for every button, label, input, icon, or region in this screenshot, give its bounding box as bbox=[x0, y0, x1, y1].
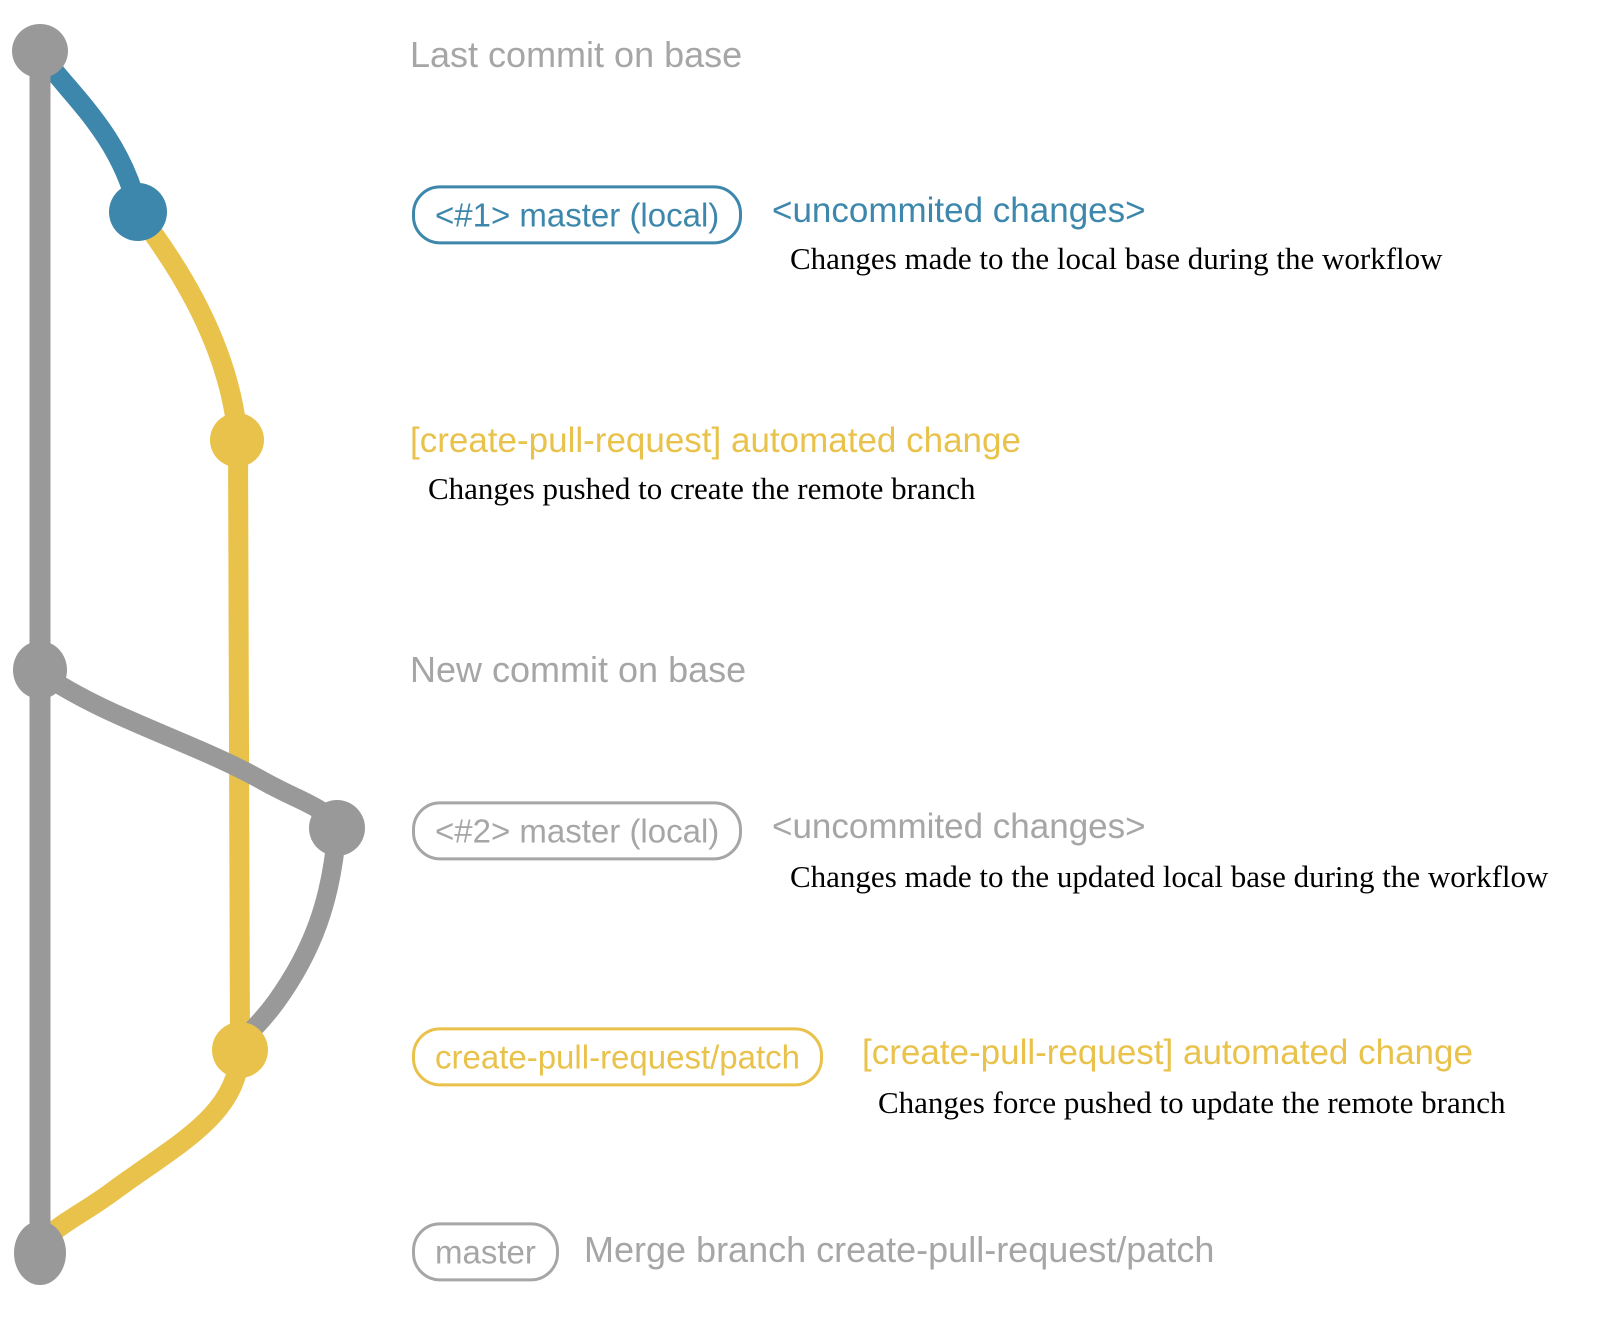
annotation-automated-change-2: [create-pull-request] automated change bbox=[862, 1033, 1473, 1072]
node-patch-commit-1 bbox=[210, 413, 264, 467]
badge-master: master bbox=[412, 1222, 559, 1282]
description-force-push-update: Changes force pushed to update the remot… bbox=[878, 1085, 1506, 1120]
annotation-automated-change-1: [create-pull-request] automated change bbox=[410, 421, 1021, 460]
edge-rebase-update bbox=[230, 818, 347, 1058]
badge-master-local-1: <#1> master (local) bbox=[412, 185, 743, 245]
node-local-commit-1 bbox=[109, 183, 167, 241]
label-new-commit-on-base: New commit on base bbox=[410, 649, 747, 690]
node-merge-commit bbox=[14, 1221, 66, 1285]
edge-local-commit bbox=[30, 43, 147, 216]
label-last-commit-on-base: Last commit on base bbox=[410, 34, 743, 75]
badge-create-pull-request-patch: create-pull-request/patch bbox=[412, 1027, 824, 1087]
commit-graph bbox=[12, 24, 365, 1285]
annotation-uncommitted-changes-2: <uncommited changes> bbox=[772, 807, 1146, 846]
edge-patch-branch bbox=[30, 203, 251, 1262]
description-local-changes-2: Changes made to the updated local base d… bbox=[790, 859, 1549, 894]
node-last-commit-on-base bbox=[12, 24, 68, 78]
node-patch-commit-2 bbox=[212, 1022, 268, 1078]
edge-base-update bbox=[30, 662, 347, 838]
badge-master-local-2: <#2> master (local) bbox=[412, 801, 743, 861]
node-local-commit-2 bbox=[309, 800, 365, 856]
description-push-create-branch: Changes pushed to create the remote bran… bbox=[428, 471, 976, 506]
label-merge-branch: Merge branch create-pull-request/patch bbox=[584, 1229, 1215, 1270]
annotation-uncommitted-changes-1: <uncommited changes> bbox=[772, 191, 1146, 230]
description-local-changes-1: Changes made to the local base during th… bbox=[790, 241, 1443, 276]
node-new-commit-on-base bbox=[13, 641, 67, 699]
